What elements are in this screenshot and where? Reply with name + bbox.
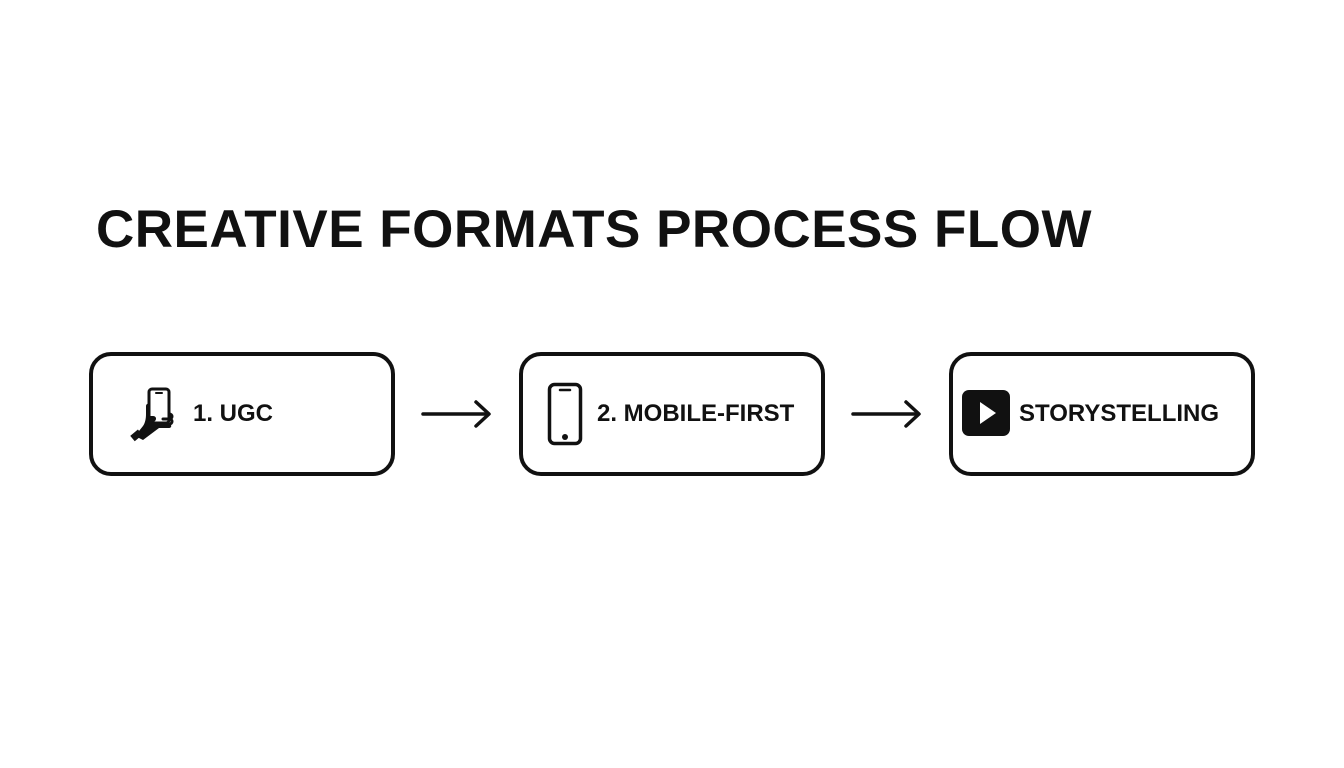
flow-step-storytelling: STORYSTELLING bbox=[949, 352, 1255, 476]
step-label: STORYSTELLING bbox=[1019, 400, 1220, 427]
arrow-right-icon bbox=[421, 400, 491, 428]
step-label: 2. MOBILE-FIRST bbox=[597, 400, 795, 427]
hand-holding-phone-icon bbox=[130, 387, 174, 442]
play-button-icon bbox=[962, 390, 1010, 436]
flow-step-mobile-first: 2. MOBILE-FIRST bbox=[519, 352, 825, 476]
step-label: 1. UGC bbox=[193, 400, 274, 427]
arrow-right-icon bbox=[851, 400, 921, 428]
flow-step-ugc: 1. UGC bbox=[89, 352, 395, 476]
smartphone-icon bbox=[547, 382, 583, 446]
page-title: CREATIVE FORMATS PROCESS FLOW bbox=[96, 200, 1092, 259]
